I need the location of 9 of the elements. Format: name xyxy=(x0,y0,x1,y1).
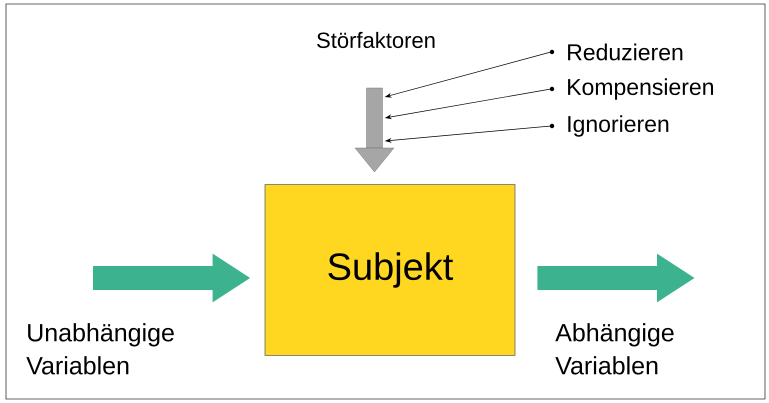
list-item: Kompensieren xyxy=(550,78,713,100)
process-box: Subjekt xyxy=(264,184,516,356)
list-item: Ignorieren xyxy=(550,115,668,137)
block-arrow xyxy=(354,88,394,172)
node-label: Ignorieren xyxy=(568,115,668,137)
list-item: Reduzieren xyxy=(550,44,682,60)
edge-label: Abhängige Variablen xyxy=(555,323,674,375)
node-label: Störfaktoren xyxy=(317,32,434,48)
edge-label: Unabhängige Variablen xyxy=(26,323,174,375)
